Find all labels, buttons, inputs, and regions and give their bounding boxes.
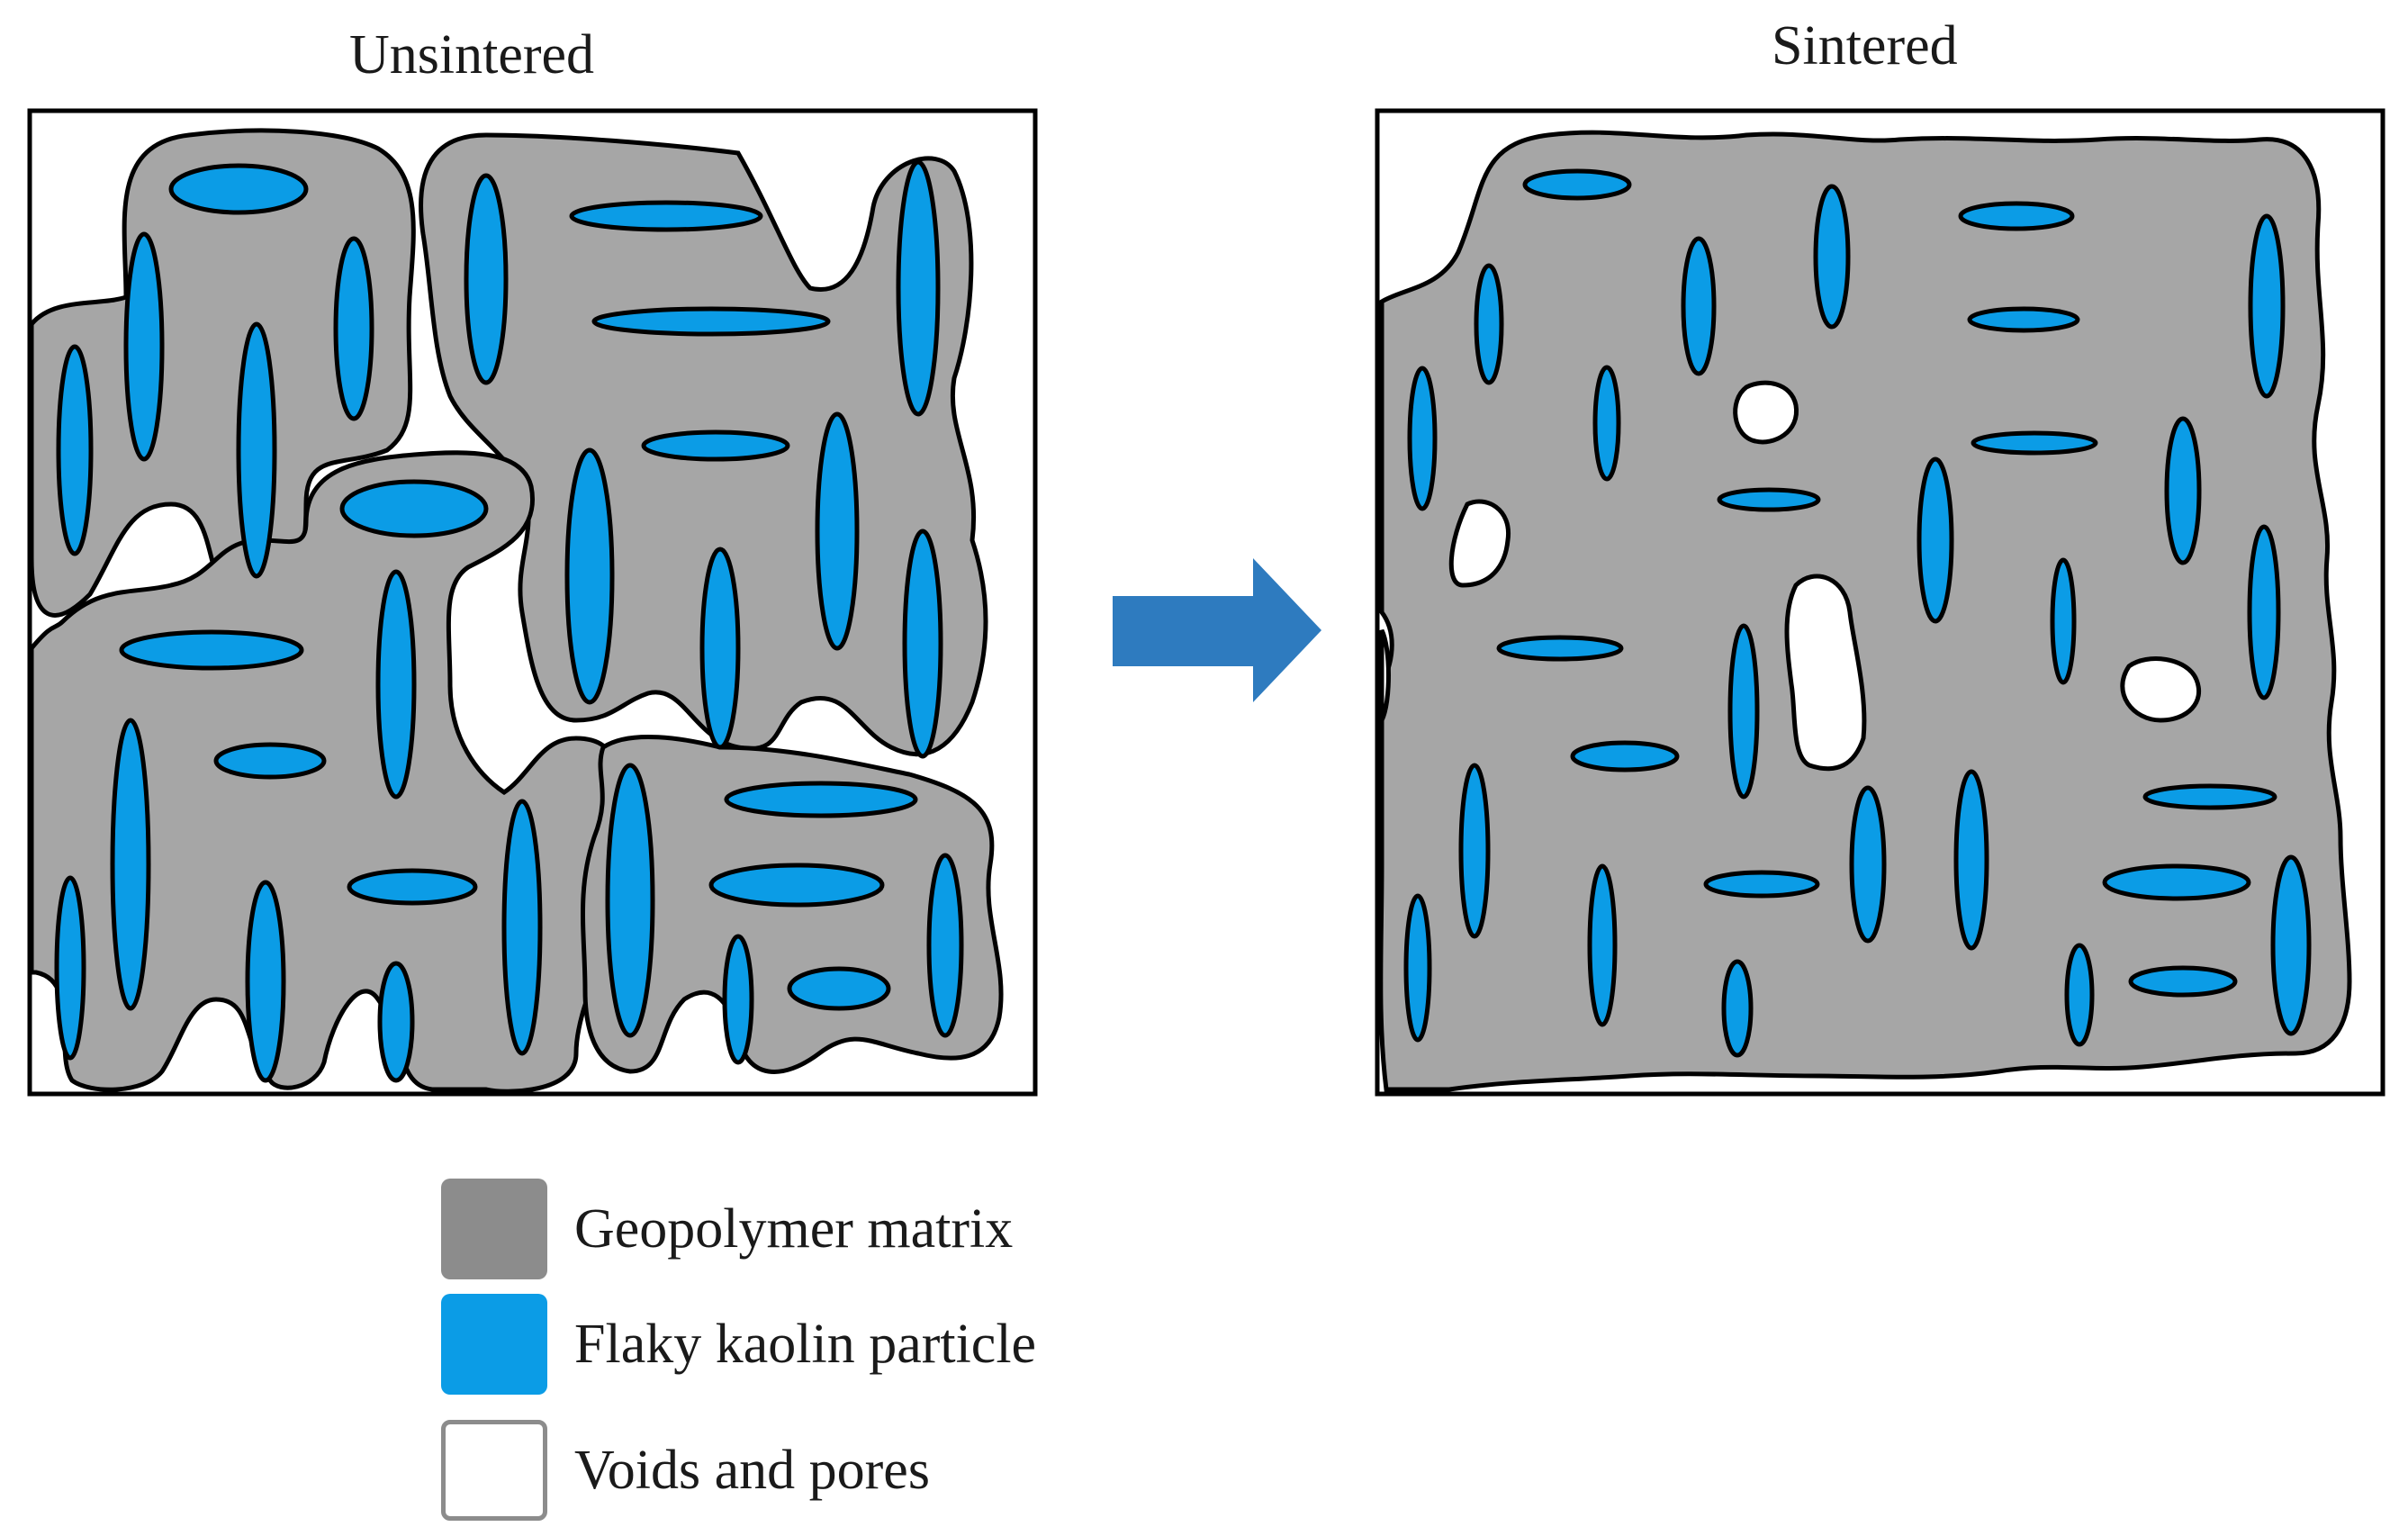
kaolin-particle [1916, 456, 1954, 624]
kaolin-particle [213, 742, 327, 780]
sintered-matrix [1378, 130, 2352, 1092]
kaolin-particle [56, 344, 94, 556]
kaolin-particle [377, 961, 415, 1083]
kaolin-particle [333, 236, 374, 421]
kaolin-particle [1522, 168, 1632, 201]
legend-item-particle: Flaky kaolin particle [441, 1291, 1036, 1397]
kaolin-particle [123, 231, 165, 462]
kaolin-particle [1570, 740, 1680, 773]
kaolin-particle [1953, 769, 1989, 951]
kaolin-particle [2128, 965, 2238, 998]
kaolin-particle [54, 875, 86, 1061]
kaolin-particle [2248, 213, 2286, 399]
legend-item-void: Voids and pores [441, 1417, 930, 1523]
sintered-particles [1403, 168, 2312, 1058]
kaolin-particle [2050, 557, 2077, 685]
matrix-blob [30, 450, 625, 1094]
kaolin-particle [902, 529, 943, 759]
legend-item-matrix: Geopolymer matrix [441, 1176, 1013, 1282]
kaolin-particle [722, 934, 754, 1065]
kaolin-particle [1407, 366, 1438, 511]
void [1733, 380, 1799, 445]
kaolin-particle [1681, 236, 1717, 376]
kaolin-particle [501, 799, 543, 1056]
void [1448, 499, 1511, 588]
void [2120, 656, 2202, 723]
kaolin-particle [787, 966, 891, 1011]
legend-swatch-matrix [441, 1179, 547, 1279]
kaolin-particle [1717, 487, 1821, 512]
matrix-blob [30, 128, 416, 618]
kaolin-particle [168, 163, 309, 215]
kaolin-particle [1403, 893, 1432, 1043]
kaolin-particle [591, 306, 831, 337]
panel-title-unsintered: Unsintered [349, 24, 595, 86]
sintered-voids [1379, 380, 2202, 772]
kaolin-particle [1703, 870, 1820, 899]
legend-swatch-particle [441, 1294, 547, 1395]
kaolin-particle [1967, 306, 2080, 333]
kaolin-particle [641, 429, 790, 462]
kaolin-particle [708, 863, 885, 908]
kaolin-particle [1592, 365, 1621, 482]
right-arrow-icon [1113, 558, 1321, 702]
kaolin-particle [1721, 959, 1754, 1058]
kaolin-particle [1813, 184, 1851, 330]
unsintered-panel [27, 108, 1038, 1097]
legend-swatch-void [441, 1420, 547, 1521]
kaolin-particle [2247, 524, 2281, 700]
kaolin-particle [564, 447, 615, 705]
void [1784, 574, 1867, 772]
kaolin-particle [2164, 416, 2202, 565]
kaolin-particle [245, 880, 286, 1083]
panel-title-sintered: Sintered [1772, 15, 1958, 77]
kaolin-particle [464, 173, 509, 385]
kaolin-particle [724, 781, 918, 818]
sintered-panel [1375, 108, 2385, 1097]
kaolin-particle [1458, 763, 1491, 939]
kaolin-particle [375, 569, 417, 800]
kaolin-particle [2102, 863, 2251, 901]
kaolin-particle [926, 853, 964, 1038]
legend-label-void: Voids and pores [574, 1439, 930, 1501]
kaolin-particle [2270, 854, 2312, 1036]
kaolin-particle [1958, 201, 2075, 231]
kaolin-particle [1849, 785, 1887, 944]
kaolin-particle [339, 479, 489, 538]
kaolin-particle [1971, 430, 2098, 456]
kaolin-particle [2064, 943, 2095, 1047]
legend-label-particle: Flaky kaolin particle [574, 1313, 1037, 1375]
kaolin-particle [110, 718, 151, 1011]
unsintered-particles [54, 159, 964, 1083]
kaolin-particle [236, 321, 277, 579]
kaolin-particle [1727, 623, 1760, 800]
legend-label-matrix: Geopolymer matrix [574, 1197, 1014, 1260]
kaolin-particle [119, 629, 304, 671]
kaolin-particle [699, 547, 741, 750]
kaolin-particle [347, 868, 478, 906]
kaolin-particle [1474, 263, 1504, 385]
kaolin-particle [815, 411, 860, 651]
kaolin-particle [896, 159, 941, 417]
kaolin-particle [569, 200, 763, 232]
void [1379, 628, 1391, 722]
kaolin-particle [1587, 863, 1618, 1027]
kaolin-particle [1496, 635, 1624, 662]
kaolin-particle [605, 763, 655, 1038]
kaolin-particle [2142, 783, 2277, 810]
